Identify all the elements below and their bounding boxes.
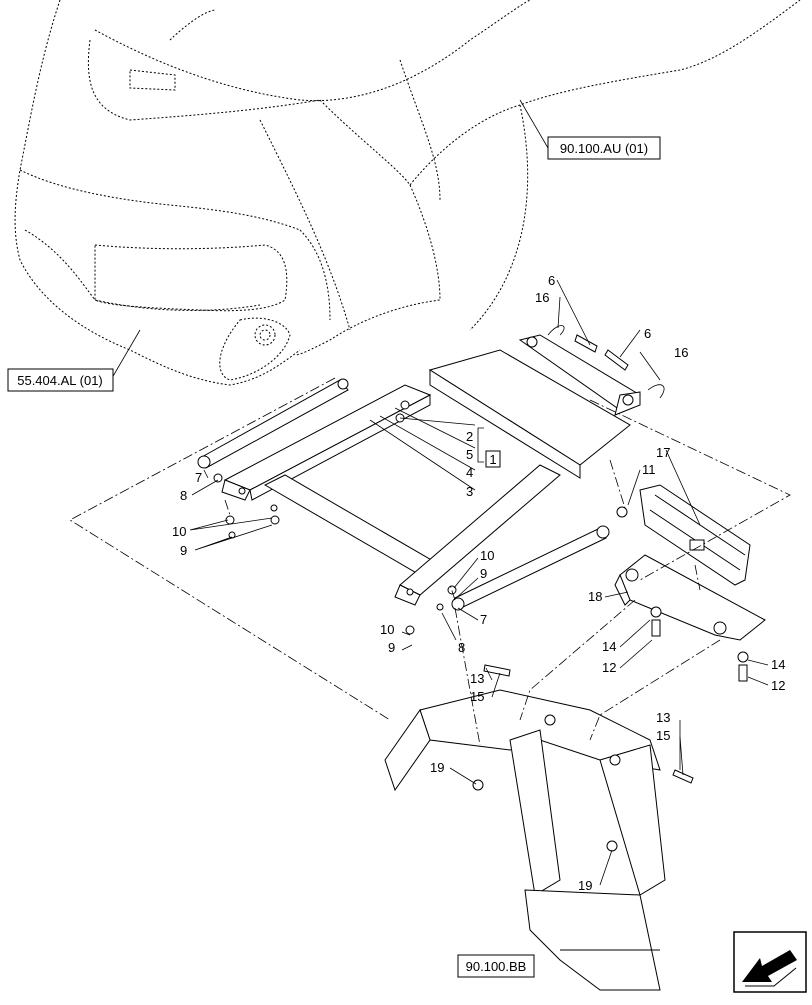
callout-9: 9 <box>480 566 487 581</box>
callout-5: 5 <box>466 447 473 462</box>
callout-19: 19 <box>578 878 592 893</box>
front-frame <box>384 689 666 991</box>
callouts: 6 16 6 16 17 11 2 5 4 3 1 7 8 10 9 10 9 … <box>172 273 785 893</box>
callout-16: 16 <box>674 345 688 360</box>
hood-drawing <box>14 0 801 386</box>
arrow-next-icon[interactable] <box>733 931 807 993</box>
callout-4: 4 <box>466 465 473 480</box>
callout-13: 13 <box>470 671 484 686</box>
callout-11: 11 <box>642 462 656 477</box>
gas-struts <box>197 378 610 611</box>
assembly-lines <box>69 377 791 746</box>
callout-9: 9 <box>388 640 395 655</box>
callout-6: 6 <box>644 326 651 341</box>
leader-lines <box>111 99 769 886</box>
callout-7: 7 <box>195 470 202 485</box>
callout-15: 15 <box>656 728 670 743</box>
callout-18: 18 <box>588 589 602 604</box>
callout-8: 8 <box>180 488 187 503</box>
callout-3: 3 <box>466 484 473 499</box>
callout-12: 12 <box>771 678 785 693</box>
ref-hood-front[interactable]: 55.404.AL (01) <box>7 368 114 392</box>
callout-16: 16 <box>535 290 549 305</box>
callout-1-box: 1 <box>485 450 501 468</box>
callout-10: 10 <box>480 548 494 563</box>
callout-14: 14 <box>771 657 785 672</box>
ref-hood-top-label: 90.100.AU (01) <box>560 141 648 156</box>
callout-10: 10 <box>172 524 186 539</box>
hood-support-frame <box>221 384 561 606</box>
callout-1: 1 <box>489 452 496 467</box>
support-bracket <box>614 554 766 641</box>
callout-19: 19 <box>430 760 444 775</box>
callout-9: 9 <box>180 543 187 558</box>
ref-hood-front-label: 55.404.AL (01) <box>17 373 103 388</box>
callout-7: 7 <box>480 612 487 627</box>
callout-2: 2 <box>466 429 473 444</box>
callout-13: 13 <box>656 710 670 725</box>
ref-hood-top[interactable]: 90.100.AU (01) <box>547 136 661 160</box>
callout-17: 17 <box>656 445 670 460</box>
hood-latch <box>639 484 751 586</box>
callout-14: 14 <box>602 639 616 654</box>
callout-6: 6 <box>548 273 555 288</box>
pins <box>547 325 665 399</box>
callout-8: 8 <box>458 640 465 655</box>
hinge-plate <box>428 334 641 479</box>
callout-12: 12 <box>602 660 616 675</box>
callout-15: 15 <box>470 689 484 704</box>
ref-front-frame[interactable]: 90.100.BB <box>457 954 535 978</box>
ref-front-frame-label: 90.100.BB <box>466 959 527 974</box>
callout-10: 10 <box>380 622 394 637</box>
